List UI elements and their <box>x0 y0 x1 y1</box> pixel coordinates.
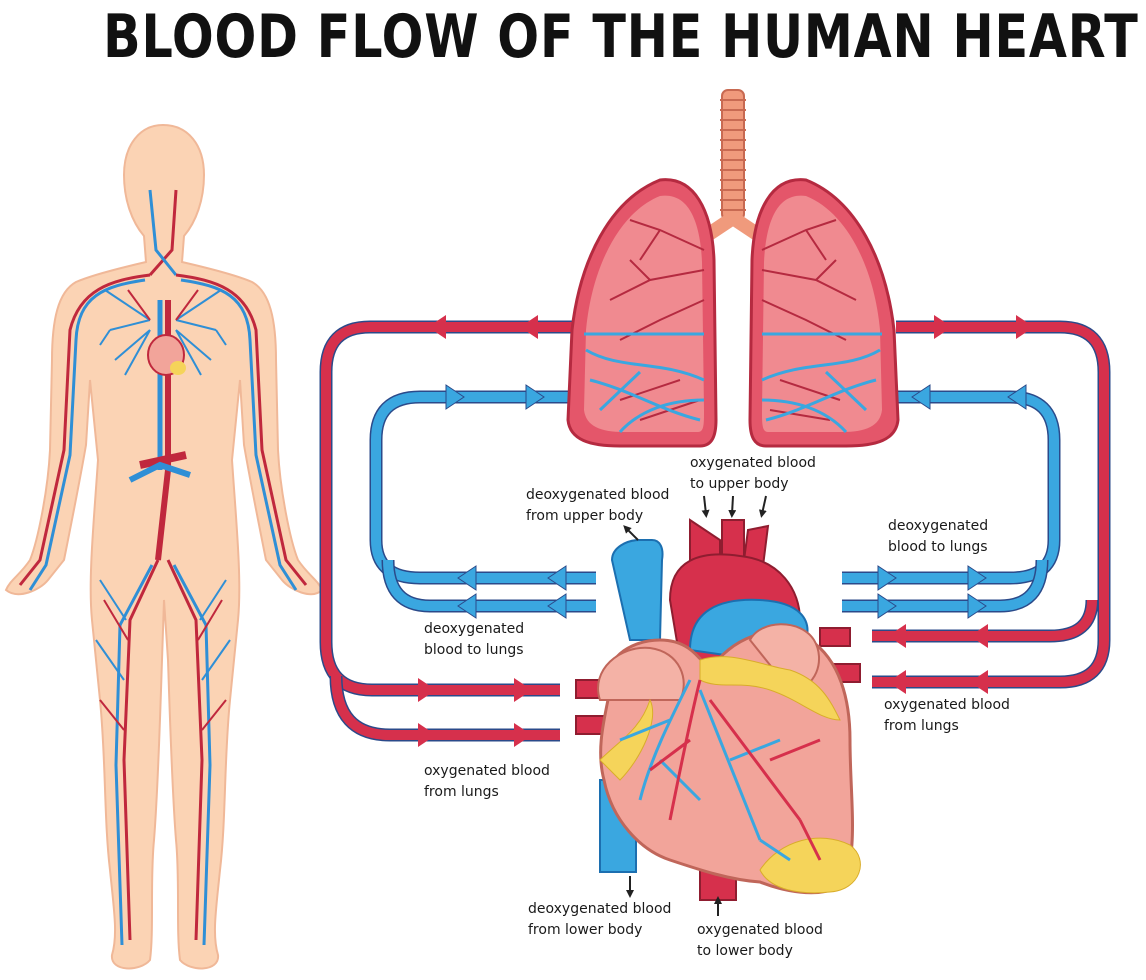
human-body-figure <box>4 123 324 970</box>
label-line: deoxygenated blood <box>528 901 672 917</box>
label-line: oxygenated blood <box>884 697 1010 713</box>
label-line: oxygenated blood <box>424 763 550 779</box>
label-line: from lower body <box>528 922 643 938</box>
label-line: deoxygenated blood <box>526 487 670 503</box>
label-deoxygenated-to-lungs-left: deoxygenated blood to lungs <box>424 619 524 661</box>
label-deoxygenated-to-lungs-right: deoxygenated blood to lungs <box>888 516 988 558</box>
heart-illustration <box>575 518 861 901</box>
label-line: oxygenated blood <box>690 455 816 471</box>
label-line: from upper body <box>526 508 644 524</box>
label-line: blood to lungs <box>888 539 988 555</box>
diagram-title: BLOOD FLOW OF THE HUMAN HEART <box>103 2 1139 72</box>
label-line: deoxygenated <box>424 621 525 637</box>
label-deoxygenated-from-lower-body: deoxygenated blood from lower body <box>528 899 671 941</box>
label-oxygenated-to-lower-body: oxygenated blood to lower body <box>697 920 823 962</box>
label-oxygenated-from-lungs-right: oxygenated blood from lungs <box>884 695 1010 737</box>
label-deoxygenated-from-upper-body: deoxygenated blood from upper body <box>526 485 669 527</box>
label-line: from lungs <box>884 718 959 734</box>
label-pointers <box>623 495 767 916</box>
circulation-paths <box>319 315 1111 747</box>
label-line: deoxygenated <box>888 518 989 534</box>
label-line: oxygenated blood <box>697 922 823 938</box>
label-line: to upper body <box>690 476 789 492</box>
label-oxygenated-from-lungs-left: oxygenated blood from lungs <box>424 761 550 803</box>
label-oxygenated-to-upper-body: oxygenated blood to upper body <box>690 453 816 495</box>
label-line: blood to lungs <box>424 642 524 658</box>
lungs-illustration <box>566 89 900 448</box>
label-line: to lower body <box>697 943 793 959</box>
label-line: from lungs <box>424 784 499 800</box>
